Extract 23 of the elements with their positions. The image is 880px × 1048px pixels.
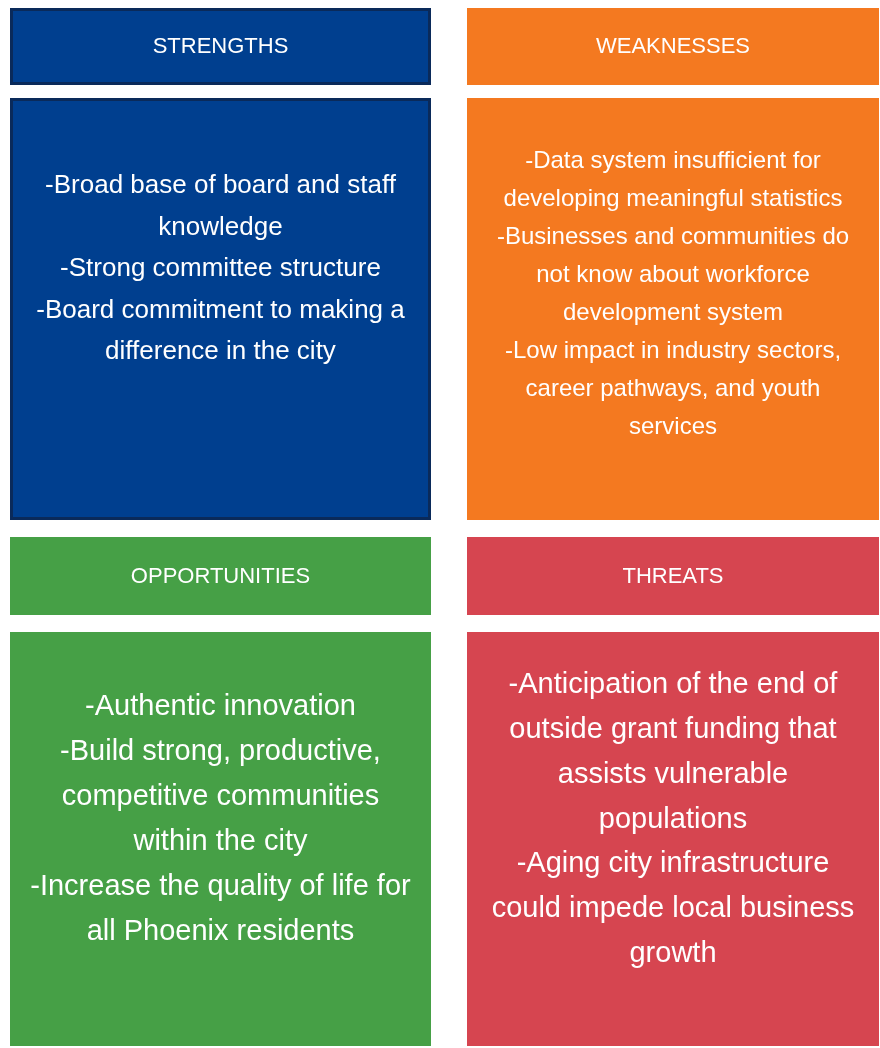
heading-text: STRENGTHS [152, 33, 289, 60]
list-item-text: -Strong committee structure [60, 251, 381, 285]
heading-text: THREATS [622, 562, 724, 590]
content-panel [467, 632, 879, 1046]
content-panel [467, 98, 879, 520]
list-item-text: -Aging city infrastructure could impede local business growth [490, 845, 856, 971]
list-item-text: -Businesses and communities do not know about workforce development system [495, 221, 851, 327]
list-item-text: -Data system insufficient for developing meaningful statistics [502, 145, 844, 214]
list-item-text: -Build strong, productive, competitive communities within the city [59, 733, 382, 858]
list-item-text: -Board commitment to making a difference in the city [35, 292, 406, 368]
list-item-text: -Anticipation of the end of outside grant funding that assists vulnerable populations [507, 665, 839, 836]
heading-text: OPPORTUNITIES [130, 562, 311, 590]
header-bar [10, 8, 431, 85]
list-item-text: -Low impact in industry sectors, career pathways, and youth services [503, 334, 843, 441]
heading-text: WEAKNESSES [595, 33, 750, 60]
content-panel [10, 98, 431, 520]
list-item-text: -Increase the quality of life for all Phoenix residents [29, 867, 412, 948]
list-item-text: -Broad base of board and staff knowledge [44, 168, 397, 243]
list-item-text: -Authentic innovation [85, 688, 356, 724]
header-bar [467, 8, 879, 85]
content-panel [10, 632, 431, 1046]
header-bar [467, 537, 879, 615]
header-bar [10, 537, 431, 615]
